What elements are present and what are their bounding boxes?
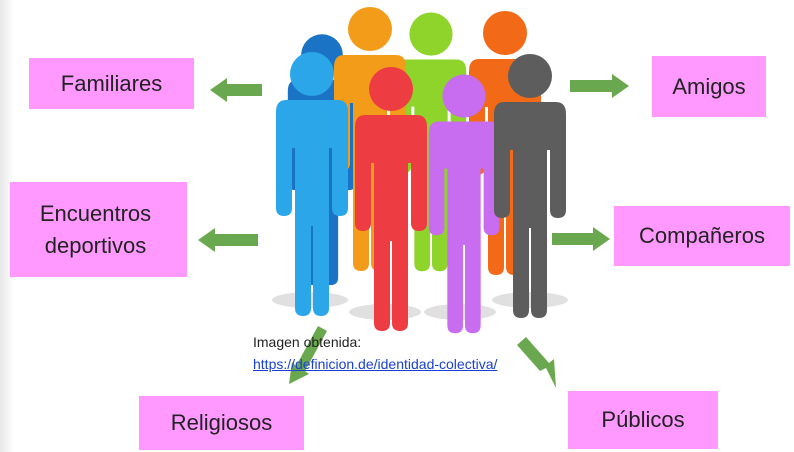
arrow-to-familiares [210, 78, 262, 102]
label-encuentros-deportivos: Encuentros deportivos [10, 182, 187, 277]
arrows [198, 74, 629, 388]
label-religiosos: Religiosos [139, 396, 304, 450]
arrow-to-religiosos [289, 326, 327, 384]
label-companeros: Compañeros [614, 206, 790, 266]
arrow-to-amigos [570, 74, 629, 98]
left-edge-shade [0, 0, 14, 452]
arrow-to-companeros [552, 227, 610, 251]
image-credit: Imagen obtenida: https://definicion.de/i… [253, 331, 633, 375]
label-familiares: Familiares [29, 58, 194, 109]
label-amigos: Amigos [652, 56, 766, 117]
arrow-to-encuentros [198, 228, 258, 252]
label-publicos: Públicos [568, 391, 718, 449]
arrow-to-publicos [517, 337, 556, 388]
credit-text: Imagen obtenida: [253, 334, 362, 350]
credit-link[interactable]: https://definicion.de/identidad-colectiv… [253, 356, 498, 372]
